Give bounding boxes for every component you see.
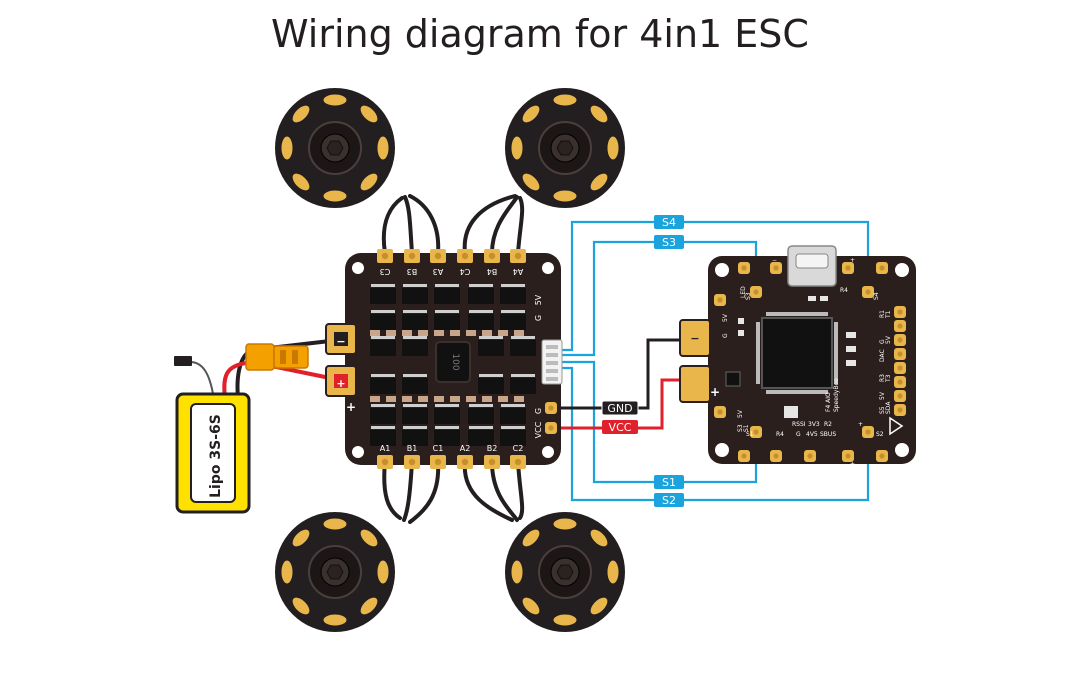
esc-pad-label-c3: C3 <box>380 267 391 276</box>
tag-s1: S1 <box>662 476 676 489</box>
esc-minus-label: − <box>336 335 345 348</box>
esc-plus-label: + <box>336 377 345 390</box>
fc-label-r2: R2 <box>824 421 832 428</box>
esc-pad-label-a1: A1 <box>380 444 391 453</box>
motor-bottom-left <box>274 511 396 633</box>
tag-s3: S3 <box>662 236 676 249</box>
fc-sign-4: + <box>850 461 855 468</box>
fc-left-led: LED <box>740 286 747 298</box>
esc-pad-label-b2: B2 <box>487 444 498 453</box>
esc-side-vcc: VCC <box>534 421 543 438</box>
xt60-connector <box>245 343 309 371</box>
tag-vcc: VCC <box>609 421 632 434</box>
fc-top-s4: S4 <box>873 292 880 300</box>
fc-name-line2: F4 AIO <box>825 392 832 412</box>
motor-bottom-right <box>504 511 626 633</box>
esc-side-g2: G <box>534 408 543 414</box>
fc-bottom-s2: S2 <box>876 431 884 438</box>
fc-board <box>679 245 916 464</box>
esc-side-5v: 5V <box>534 294 543 305</box>
esc-chip-label: 100 <box>450 353 460 370</box>
fc-plus-label: + <box>710 385 720 399</box>
fc-right-r1: R1 <box>879 310 886 318</box>
diagram-title: Wiring diagram for 4in1 ESC <box>271 12 809 56</box>
esc-pad-label-a3: A3 <box>433 267 444 276</box>
fc-left-s3: S3 <box>737 424 744 432</box>
fc-bottom-s1: S1 <box>746 431 754 438</box>
fc-sign-5: − <box>736 461 741 468</box>
tag-s2: S2 <box>662 494 676 507</box>
esc-pad-label-b3: B3 <box>407 267 418 276</box>
esc-pad-label-c2: C2 <box>513 444 524 453</box>
fc-right-dac: DAC <box>879 349 886 362</box>
fc-left-5v-bottom: 5V <box>737 409 744 418</box>
tag-gnd: GND <box>607 402 632 415</box>
esc-pad-label-a2: A2 <box>460 444 471 453</box>
fc-minus-label: − <box>690 332 699 345</box>
motor-wires <box>381 194 525 524</box>
fc-right-g: G <box>879 339 886 344</box>
fc-left-5v-top: 5V <box>722 313 729 322</box>
fc-label-sbus: SBUS <box>820 431 836 438</box>
fc-label-3v3: 3V3 <box>808 421 820 428</box>
esc-board-plus-mark: + <box>346 400 356 414</box>
balance-plug <box>174 356 192 366</box>
fc-right-s5: S5 <box>879 406 886 414</box>
fc-label-g: G <box>796 431 801 438</box>
fc-right-sda: SDA <box>885 401 892 414</box>
fc-sign-6: + <box>858 421 863 428</box>
lipo-battery <box>175 392 251 514</box>
fc-top-s3: S3 <box>745 292 752 300</box>
fc-right-r3: R3 <box>879 374 886 382</box>
fc-bottom-r4: R4 <box>776 431 784 438</box>
wire-tags <box>601 215 684 507</box>
fc-right-t3: T3 <box>885 374 892 383</box>
fc-sign-1: − <box>772 257 777 264</box>
esc-pad-label-c1: C1 <box>433 444 444 453</box>
tag-s4: S4 <box>662 216 676 229</box>
fc-sign-3: − <box>772 461 777 468</box>
fc-left-g: G <box>722 333 729 338</box>
fc-top-r4: R4 <box>840 287 848 294</box>
fc-name-line1: SpeedyBee <box>833 378 840 412</box>
motor-top-left <box>274 87 396 209</box>
fc-label-rssi: RSSI <box>792 421 806 428</box>
fc-right-t1: T1 <box>885 310 892 319</box>
esc-pad-label-b4: B4 <box>487 267 498 276</box>
fc-label-4v5: 4V5 <box>806 431 818 438</box>
esc-pad-label-b1: B1 <box>407 444 418 453</box>
battery-label: Lipo 3S-6S <box>208 414 224 498</box>
motor-top-right <box>504 87 626 209</box>
fc-sign-2: + <box>850 257 855 264</box>
fc-right-5v: 5V <box>885 335 892 344</box>
esc-pad-label-c4: C4 <box>460 267 471 276</box>
gnd-wire <box>548 338 692 410</box>
fc-left-s1: S1 <box>743 424 750 432</box>
esc-pad-label-a4: A4 <box>513 267 524 276</box>
esc-board <box>325 253 563 465</box>
esc-side-g1: G <box>534 315 543 321</box>
fc-right-5v-2: 5V <box>879 391 886 400</box>
